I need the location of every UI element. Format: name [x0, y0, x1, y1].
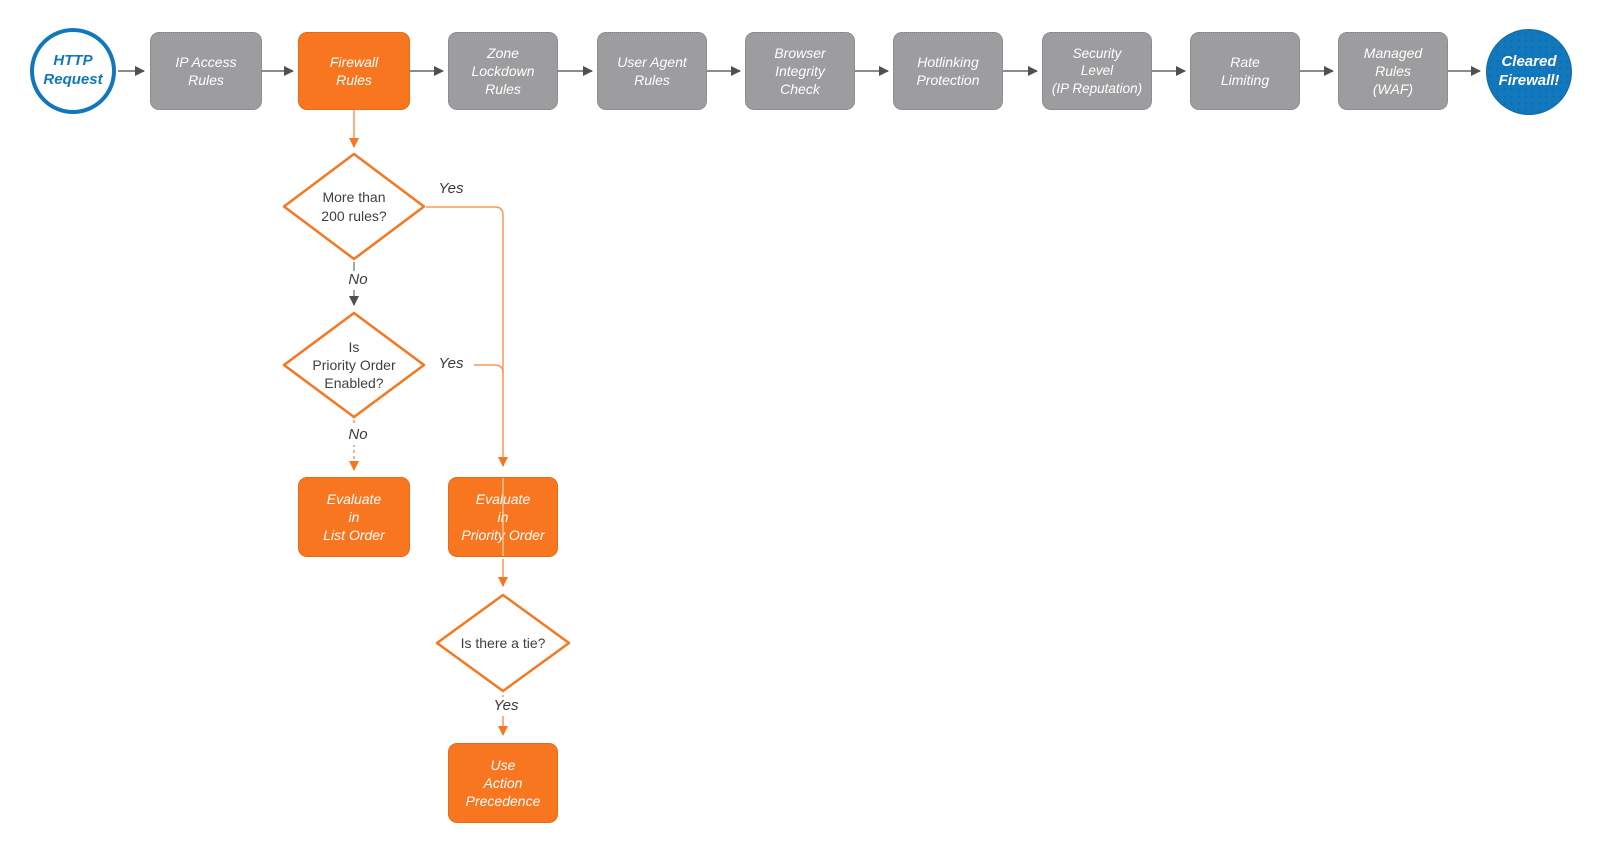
decision-label: Is Priority Order Enabled? — [312, 338, 396, 392]
edge-label-decision1-no: No — [335, 271, 381, 290]
pipeline-node-ip-access-rules: IP Access Rules — [150, 32, 262, 110]
edge-label-decision2-no: No — [335, 426, 381, 445]
decision-label: Is there a tie? — [460, 634, 546, 651]
edge-label-tie-yes: Yes — [483, 697, 529, 716]
action-node-evaluate-priority-order: Evaluate in Priority Order — [448, 477, 558, 557]
start-node-http-request: HTTP Request — [30, 28, 116, 114]
action-node-use-action-precedence: Use Action Precedence — [448, 743, 558, 823]
end-node-cleared-firewall: Cleared Firewall! — [1486, 29, 1572, 115]
pipeline-node-hotlinking-protection: Hotlinking Protection — [893, 32, 1003, 110]
edge-label-decision1-yes: Yes — [428, 180, 474, 199]
decision-label: More than 200 rules? — [321, 189, 387, 224]
edge-label-decision2-yes: Yes — [428, 355, 474, 374]
pipeline-node-security-level: Security Level (IP Reputation) — [1042, 32, 1152, 110]
pipeline-node-user-agent-rules: User Agent Rules — [597, 32, 707, 110]
pipeline-node-managed-rules-waf: Managed Rules (WAF) — [1338, 32, 1448, 110]
diamond-shape — [282, 311, 426, 419]
diamond-shape — [435, 593, 571, 693]
decision-is-there-a-tie: Is there a tie? — [435, 593, 571, 693]
pipeline-node-browser-integrity-check: Browser Integrity Check — [745, 32, 855, 110]
decision-more-than-200-rules: More than 200 rules? — [282, 152, 426, 261]
decision-priority-order-enabled: Is Priority Order Enabled? — [282, 311, 426, 419]
action-node-evaluate-list-order: Evaluate in List Order — [298, 477, 410, 557]
pipeline-node-rate-limiting: Rate Limiting — [1190, 32, 1300, 110]
edge-decision1-yes — [426, 206, 508, 467]
pipeline-node-zone-lockdown-rules: Zone Lockdown Rules — [448, 32, 558, 110]
pipeline-node-firewall-rules: Firewall Rules — [298, 32, 410, 110]
diamond-shape — [282, 152, 426, 261]
